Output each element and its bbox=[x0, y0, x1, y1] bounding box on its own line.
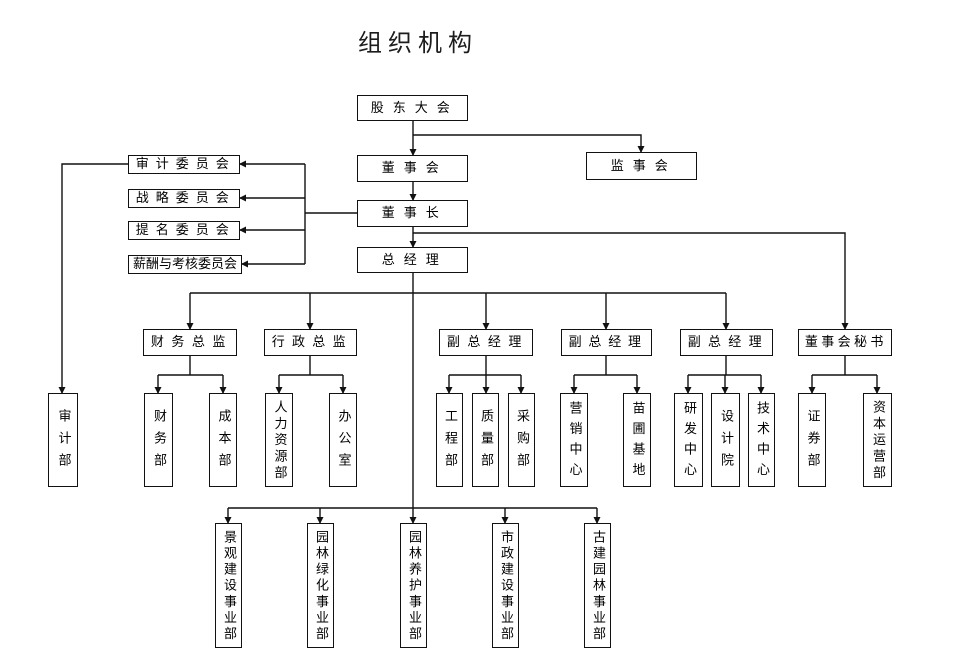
org-node-audit-committee: 审计委员会 bbox=[128, 155, 240, 174]
org-node-admin-director: 行政总监 bbox=[264, 329, 357, 356]
org-node-finance-dept: 财务部 bbox=[144, 393, 173, 487]
org-node-tech-center: 技术中心 bbox=[748, 393, 775, 487]
org-node-general-manager: 总经理 bbox=[357, 247, 468, 273]
org-node-nursery-base: 苗圃基地 bbox=[623, 393, 651, 487]
org-node-supervisory-board: 监事会 bbox=[586, 152, 697, 180]
org-node-board-of-directors: 董事会 bbox=[357, 155, 468, 182]
connector-line bbox=[413, 134, 645, 153]
org-node-deputy-gm-2: 副总经理 bbox=[561, 329, 652, 356]
org-node-cost-dept: 成本部 bbox=[209, 393, 237, 487]
org-node-design-institute: 设计院 bbox=[711, 393, 740, 487]
org-node-hr-dept: 人力资源部 bbox=[265, 393, 293, 487]
connector-line bbox=[413, 232, 849, 330]
org-node-securities-dept: 证券部 bbox=[798, 393, 826, 487]
org-node-capital-operations-dept: 资本运营部 bbox=[863, 393, 892, 487]
org-node-procurement-dept: 采购部 bbox=[508, 393, 535, 487]
org-node-board-secretary: 董事会秘书 bbox=[798, 329, 892, 356]
org-node-ancient-garden-division: 古建园林事业部 bbox=[584, 523, 611, 648]
org-node-landscape-construction-division: 景观建设事业部 bbox=[215, 523, 242, 648]
org-node-chairman: 董事长 bbox=[357, 200, 468, 227]
org-node-municipal-construction-division: 市政建设事业部 bbox=[492, 523, 519, 648]
org-node-marketing-center: 营销中心 bbox=[560, 393, 588, 487]
org-node-cfo: 财务总监 bbox=[143, 329, 237, 356]
org-node-garden-greening-division: 园林绿化事业部 bbox=[307, 523, 334, 648]
org-node-quality-dept: 质量部 bbox=[472, 393, 499, 487]
connector-line bbox=[58, 163, 128, 394]
org-node-audit-dept: 审计部 bbox=[48, 393, 78, 487]
org-node-strategy-committee: 战略委员会 bbox=[128, 189, 240, 208]
org-node-office: 办公室 bbox=[329, 393, 357, 487]
org-node-shareholders-meeting: 股东大会 bbox=[357, 95, 468, 121]
org-node-nomination-committee: 提名委员会 bbox=[128, 221, 240, 240]
org-node-deputy-gm-3: 副总经理 bbox=[680, 329, 773, 356]
org-node-remuneration-assessment-committee: 薪酬与考核委员会 bbox=[128, 255, 242, 274]
org-node-engineering-dept: 工程部 bbox=[436, 393, 463, 487]
org-node-rd-center: 研发中心 bbox=[674, 393, 703, 487]
org-node-garden-maintenance-division: 园林养护事业部 bbox=[400, 523, 427, 648]
chart-title: 组织机构 bbox=[358, 29, 478, 57]
org-node-deputy-gm-1: 副总经理 bbox=[439, 329, 533, 356]
